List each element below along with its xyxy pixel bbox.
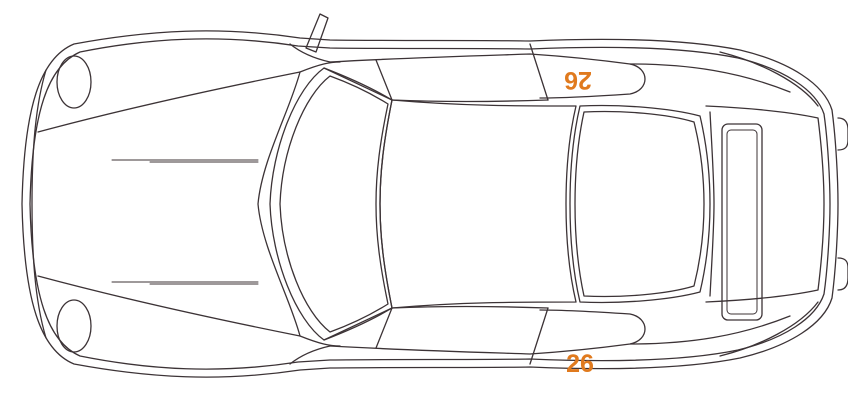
door-number-bottom: 26 [566,350,594,378]
hood-outline [37,71,301,337]
rear-fender-top [629,63,791,93]
rear-window-inner [574,110,705,298]
rear-light-bottom [837,257,848,291]
front-bumper [31,69,47,339]
front-fender-top [289,43,331,63]
engine-grille [721,123,763,321]
a-pillar-top [323,67,393,101]
windshield [269,67,393,341]
rear-deck-line [709,111,715,297]
antenna [305,13,329,53]
rear-deck [705,105,825,303]
headlight-bottom [56,299,92,353]
rear-light-top [837,117,848,151]
rear-fender-bottom [629,315,791,345]
door-top [329,53,646,99]
rear-fender-edge [719,51,819,357]
body-outline-inner [29,38,831,370]
door-bottom [329,309,646,355]
roof [379,99,577,309]
windshield-inner [279,75,389,333]
side-window-top [375,43,549,101]
a-pillar-bottom [323,307,393,341]
headlight-top [56,55,92,109]
door-number-top-group: 26 [564,66,592,94]
door-line-bottom [391,305,549,309]
body-outline [21,30,839,378]
side-window-bottom [375,307,549,365]
door-number-top: 26 [564,66,592,94]
engine-grille-inner [726,129,758,315]
front-fender-bottom [289,345,331,365]
rear-window [569,104,711,304]
door-line-top [391,99,549,103]
